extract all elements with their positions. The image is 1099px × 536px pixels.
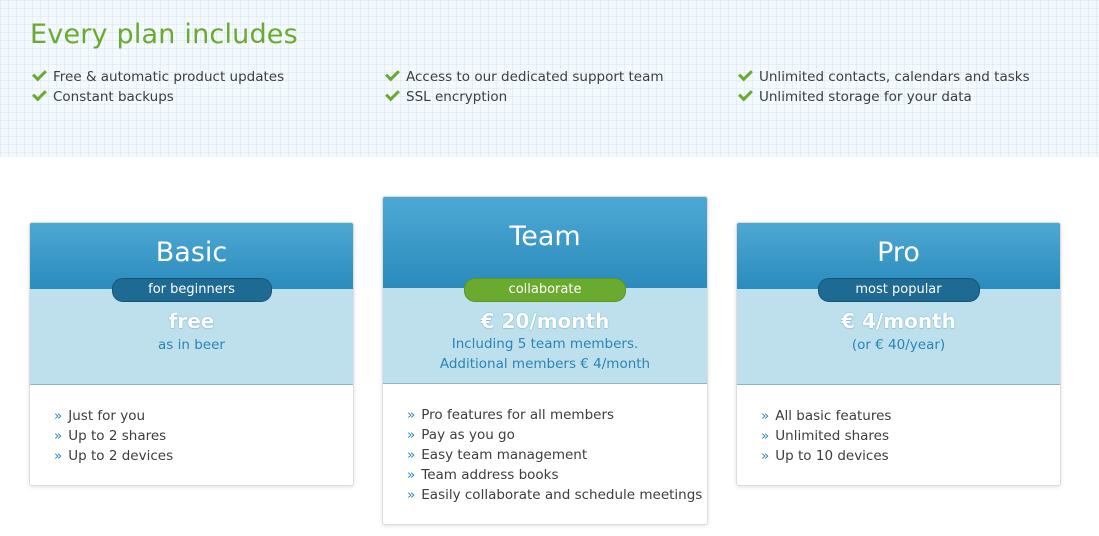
chevron-right-icon: » [761, 408, 770, 424]
plan-price: free [168, 309, 215, 333]
included-feature: Free & automatic product updates [32, 66, 284, 85]
included-feature: Access to our dedicated support team [385, 66, 664, 85]
included-feature: Unlimited storage for your data [738, 86, 972, 105]
plan-feature: »Easy team management [407, 447, 588, 463]
plan-feature-list: »All basic features »Unlimited shares »U… [737, 385, 1060, 466]
included-feature: SSL encryption [385, 86, 507, 105]
plan-feature: »Just for you [54, 408, 146, 424]
check-icon [32, 66, 47, 82]
check-icon [738, 66, 753, 82]
plan-feature: »Pay as you go [407, 427, 515, 443]
plan-name: Team [509, 221, 581, 252]
plan-price-note: Including 5 team members. [451, 336, 639, 352]
plan-header: Team [383, 197, 707, 288]
plan-name: Basic [155, 237, 228, 268]
included-feature: Constant backups [32, 86, 174, 105]
chevron-right-icon: » [54, 448, 63, 464]
plan-name: Pro [877, 237, 920, 268]
chevron-right-icon: » [407, 487, 416, 503]
chevron-right-icon: » [407, 447, 416, 463]
plan-badge: collaborate [464, 278, 626, 302]
chevron-right-icon: » [407, 467, 416, 483]
plan-card-pro[interactable]: Pro most popular € 4/month (or € 40/year… [736, 222, 1061, 486]
plan-price-area: most popular € 4/month (or € 40/year) [737, 278, 1060, 385]
chevron-right-icon: » [761, 428, 770, 444]
plan-feature: »Up to 2 devices [54, 448, 174, 464]
chevron-right-icon: » [407, 407, 416, 423]
plan-feature: »All basic features [761, 408, 892, 424]
plan-price-note: Additional members € 4/month [439, 356, 651, 372]
check-icon [32, 86, 47, 102]
plan-feature: »Unlimited shares [761, 428, 890, 444]
chevron-right-icon: » [54, 408, 63, 424]
check-icon [385, 66, 400, 82]
plan-feature: »Up to 2 shares [54, 428, 167, 444]
included-feature: Unlimited contacts, calendars and tasks [738, 66, 1030, 85]
plan-feature: »Team address books [407, 467, 559, 483]
plan-feature: »Easily collaborate and schedule meeting… [407, 487, 703, 503]
plan-price-area: for beginners free as in beer [30, 278, 353, 385]
chevron-right-icon: » [407, 427, 416, 443]
plan-feature-list: »Just for you »Up to 2 shares »Up to 2 d… [30, 385, 353, 466]
chevron-right-icon: » [761, 448, 770, 464]
chevron-right-icon: » [54, 428, 63, 444]
plan-card-team[interactable]: Team collaborate € 20/month Including 5 … [382, 196, 708, 525]
plan-price-area: collaborate € 20/month Including 5 team … [383, 278, 707, 384]
includes-title: Every plan includes [30, 19, 298, 50]
plan-price-note: as in beer [158, 337, 225, 353]
plan-includes-section [0, 0, 1099, 157]
plan-price: € 20/month [480, 309, 610, 333]
plan-price: € 4/month [841, 309, 956, 333]
plan-price-note: (or € 40/year) [851, 337, 946, 353]
plan-badge: for beginners [111, 278, 272, 302]
plan-feature: »Pro features for all members [407, 407, 615, 423]
plan-feature-list: »Pro features for all members »Pay as yo… [383, 384, 707, 505]
check-icon [385, 86, 400, 102]
check-icon [738, 86, 753, 102]
plan-card-basic[interactable]: Basic for beginners free as in beer »Jus… [29, 222, 354, 486]
plan-badge: most popular [817, 278, 980, 302]
plan-feature: »Up to 10 devices [761, 448, 889, 464]
